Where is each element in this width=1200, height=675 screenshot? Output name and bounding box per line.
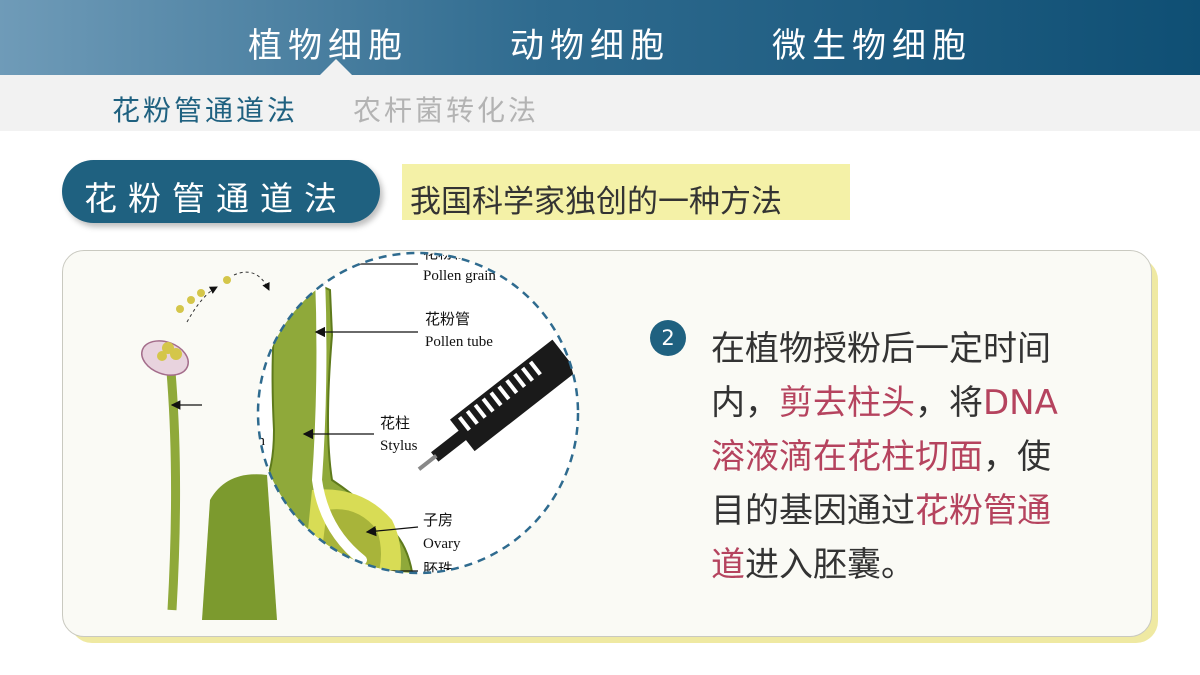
- desc-highlight: 花粉管通道: [711, 491, 1051, 585]
- label-ovule-en: Ovule: [423, 584, 460, 600]
- section-title: 花粉管通道法: [84, 179, 348, 218]
- step-description: 在植物授粉后一定时间内，剪去柱头，将DNA溶液滴在花柱切面，使目的基因通过花粉管…: [711, 322, 1076, 592]
- label-ovule-cn: 胚珠: [423, 560, 453, 578]
- label-pollen-tube-en: Pollen tube: [425, 334, 493, 350]
- stamen-illustration: [141, 271, 277, 620]
- desc-segment: ，将: [915, 383, 983, 423]
- label-ovary-cn: 子房: [423, 511, 453, 529]
- label-pollen-grain-en: Pollen grain: [423, 268, 496, 284]
- label-stylus-en: Stylus: [380, 438, 418, 454]
- subtab-agrobacterium-method[interactable]: 农杆菌转化法: [353, 94, 540, 127]
- label-pollen-grain-cn: 花粉粒: [423, 244, 468, 262]
- sub-nav-bar: 花粉管通道法 农杆菌转化法: [0, 75, 1200, 131]
- label-stamen-en: Stamen: [220, 433, 265, 449]
- label-stylus-cn: 花柱: [380, 414, 410, 432]
- section-subtitle-box: 我国科学家独创的一种方法: [402, 164, 850, 220]
- step-number-badge: 2: [650, 320, 686, 356]
- desc-segment: 进入胚囊。: [745, 545, 915, 585]
- pollen-tube-diagram: 雄蕊 Stamen 花粉粒 Pollen grain 花粉管 Pollen tu…: [141, 244, 580, 620]
- section-title-pill: 花粉管通道法: [62, 160, 380, 223]
- subtab-pollen-tube-method[interactable]: 花粉管通道法: [112, 94, 299, 127]
- tab-microbe-cell[interactable]: 微生物细胞: [772, 26, 972, 66]
- label-stamen-cn: 雄蕊: [222, 403, 252, 421]
- section-subtitle: 我国科学家独创的一种方法: [410, 184, 782, 220]
- desc-highlight: DNA溶液滴在花柱切面: [711, 383, 1058, 477]
- desc-highlight: 剪去柱头: [779, 383, 915, 423]
- desc-segment: 在植物授粉后一定时间内，: [711, 329, 1051, 423]
- tab-animal-cell[interactable]: 动物细胞: [510, 26, 670, 66]
- magnified-view: 雄蕊 Stamen 花粉粒 Pollen grain 花粉管 Pollen tu…: [220, 244, 578, 600]
- top-nav-bar: 植物细胞 动物细胞 微生物细胞: [0, 0, 1200, 75]
- desc-segment: ，使目的基因通过: [711, 437, 1051, 531]
- label-ovary-en: Ovary: [423, 536, 461, 552]
- active-tab-indicator: [320, 59, 352, 75]
- label-pollen-tube-cn: 花粉管: [425, 310, 470, 328]
- magnifier-circle: [256, 251, 580, 575]
